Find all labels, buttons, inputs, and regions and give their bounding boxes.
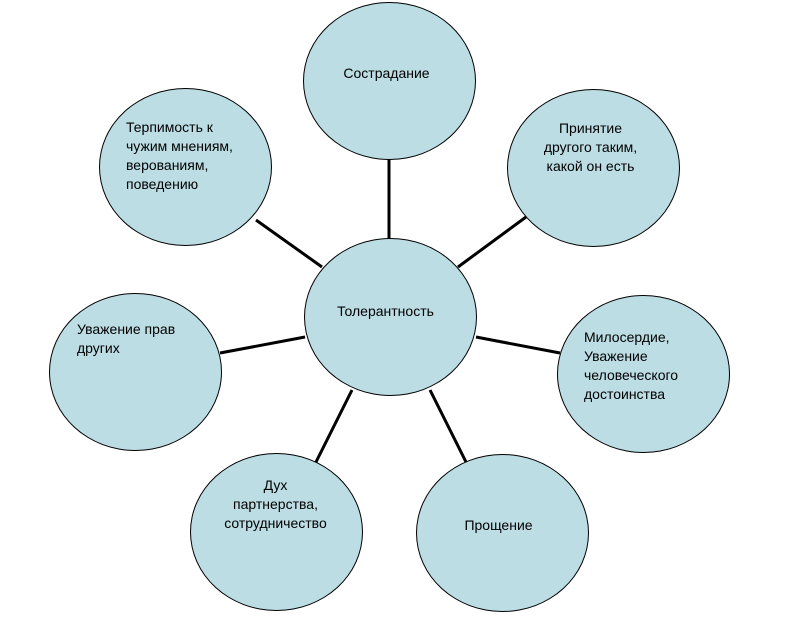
node-tolerance-label: Терпимость к чужим мнениям, верованиям, … bbox=[126, 118, 233, 192]
node-forgiveness-label: Прощение bbox=[464, 517, 533, 533]
node-forgiveness: Прощение bbox=[416, 454, 589, 612]
connector-acceptance bbox=[457, 215, 527, 269]
connector-rights bbox=[219, 335, 306, 355]
node-acceptance-label: Принятие другого таким, какой он есть bbox=[543, 119, 638, 174]
node-partnership-label: Дух партнерства, сотрудничество bbox=[224, 476, 327, 531]
connector-partnership bbox=[314, 389, 354, 463]
node-compassion-label: Сострадание bbox=[343, 65, 430, 81]
connector-mercy bbox=[475, 335, 561, 355]
node-tolerance: Терпимость к чужим мнениям, верованиям, … bbox=[99, 88, 272, 246]
node-mercy: Милосердие, Уважение человеческого досто… bbox=[557, 295, 730, 453]
connector-forgiveness bbox=[428, 389, 468, 463]
node-rights-label: Уважение прав других bbox=[77, 321, 176, 356]
node-acceptance: Принятие другого таким, какой он есть bbox=[507, 89, 680, 247]
node-rights: Уважение прав других bbox=[49, 293, 222, 451]
center-node: Толерантность bbox=[304, 238, 477, 396]
connector-tolerance bbox=[255, 218, 323, 269]
node-partnership: Дух партнерства, сотрудничество bbox=[190, 453, 363, 611]
center-label: Толерантность bbox=[337, 302, 434, 319]
node-compassion: Сострадание bbox=[303, 2, 476, 160]
node-mercy-label: Милосердие, Уважение человеческого досто… bbox=[584, 328, 679, 402]
